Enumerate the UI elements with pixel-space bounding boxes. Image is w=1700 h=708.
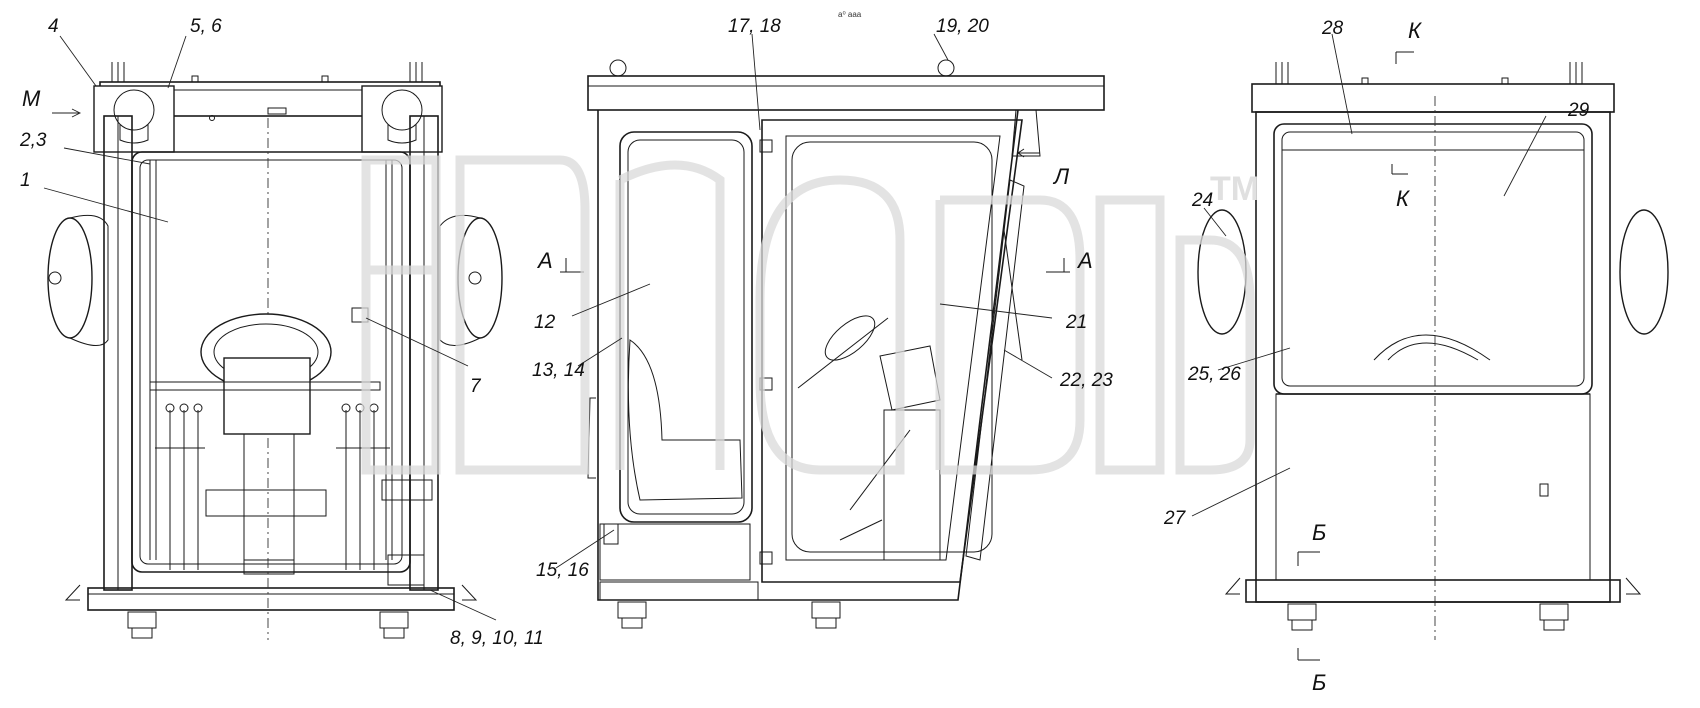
- label-5-6: 5, 6: [190, 16, 222, 37]
- label-24: 24: [1191, 190, 1213, 211]
- label-25-26: 25, 26: [1187, 364, 1241, 385]
- rear-left-mirror: [1197, 209, 1247, 335]
- label-21: 21: [1065, 312, 1087, 333]
- callout-labels: 4 5, 6 М 2,3 1 7 8, 9, 10, 11 17, 18 19,…: [19, 16, 1590, 695]
- label-19-20: 19, 20: [936, 16, 989, 37]
- rear-right-mirror: [1619, 209, 1669, 335]
- label-4: 4: [48, 16, 59, 37]
- rear-window: [1273, 123, 1593, 395]
- label-8-9-10-11: 8, 9, 10, 11: [450, 628, 544, 649]
- label-22-23: 22, 23: [1059, 370, 1113, 391]
- right-rear-mirror-housing: [361, 85, 443, 153]
- rear-view: [1197, 51, 1669, 661]
- label-section-a-right: А: [1076, 248, 1093, 273]
- label-29: 29: [1567, 100, 1590, 121]
- label-section-b-bottom: Б: [1312, 670, 1326, 695]
- label-section-a-left: А: [536, 248, 553, 273]
- label-2-3: 2,3: [19, 130, 47, 151]
- label-17-18: 17, 18: [728, 16, 781, 37]
- label-1: 1: [20, 170, 31, 191]
- watermark: TM: [361, 155, 1259, 475]
- header-mark: а⁰ ааа: [838, 10, 862, 19]
- label-view-m: М: [22, 86, 41, 111]
- left-side-mirror: [47, 217, 93, 339]
- label-view-l: Л: [1052, 164, 1070, 189]
- front-view: [47, 62, 503, 640]
- label-12: 12: [534, 312, 556, 333]
- label-13-14: 13, 14: [532, 360, 585, 381]
- side-view: [560, 59, 1105, 629]
- label-section-k-bottom: К: [1396, 186, 1410, 211]
- label-15-16: 15, 16: [536, 560, 589, 581]
- label-section-b-top: Б: [1312, 520, 1326, 545]
- right-side-mirror: [457, 217, 503, 339]
- rear-side-window: [619, 131, 753, 523]
- label-7: 7: [470, 376, 482, 397]
- label-section-k-top: К: [1408, 18, 1422, 43]
- left-rear-mirror-housing: [93, 85, 175, 153]
- leader-lines: [43, 33, 1547, 621]
- label-28: 28: [1321, 18, 1344, 39]
- watermark-tm: TM: [1210, 170, 1259, 208]
- label-27: 27: [1163, 508, 1187, 529]
